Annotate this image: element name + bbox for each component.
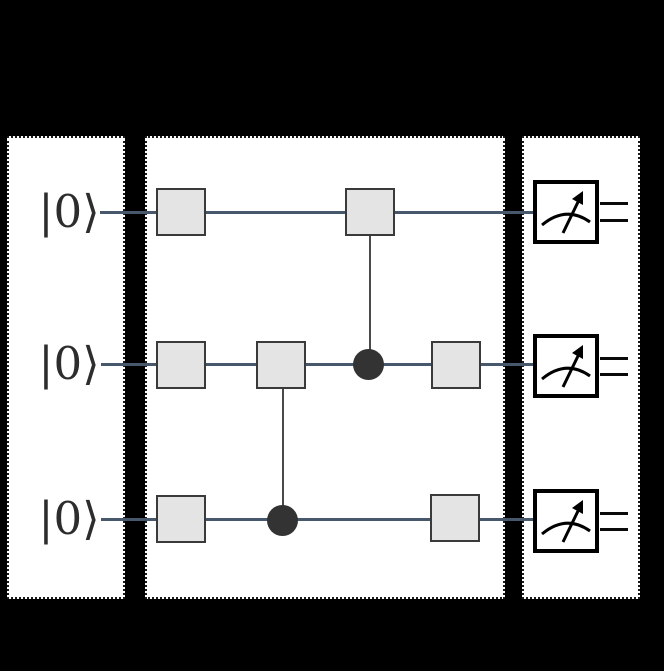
classical-wire-2-top	[600, 512, 628, 515]
qubit-wire-1	[101, 363, 534, 366]
qubit-label-2: |0⟩	[38, 492, 100, 545]
classical-wire-0-top	[600, 202, 628, 205]
gate-q1-col1	[156, 341, 206, 389]
gate-q0-col1	[156, 188, 206, 236]
qubit-wire-0	[100, 211, 534, 214]
classical-wire-1-bottom	[600, 373, 628, 376]
gate-q1-col4	[431, 341, 481, 389]
control-dot-q2	[267, 505, 298, 536]
qubit-label-0: |0⟩	[38, 185, 100, 238]
gate-q1-col2-controlled	[256, 341, 306, 389]
control-line-q0-q1	[369, 235, 371, 365]
classical-wire-0-bottom	[600, 219, 628, 222]
classical-wire-1-top	[600, 357, 628, 360]
gauge-meter-icon	[533, 489, 599, 553]
gate-q0-col3-controlled	[345, 188, 395, 236]
measurement-meter-1	[533, 334, 599, 398]
measurement-meter-0	[533, 180, 599, 244]
gate-q2-col1	[156, 495, 206, 543]
gate-q2-col4	[430, 494, 480, 542]
qubit-wire-2	[101, 518, 534, 521]
control-dot-q1	[353, 349, 384, 380]
qubit-label-1: |0⟩	[38, 337, 100, 390]
classical-wire-2-bottom	[600, 528, 628, 531]
gauge-meter-icon	[533, 180, 599, 244]
gauge-meter-icon	[533, 334, 599, 398]
measurement-meter-2	[533, 489, 599, 553]
control-line-q1-q2	[282, 388, 284, 520]
